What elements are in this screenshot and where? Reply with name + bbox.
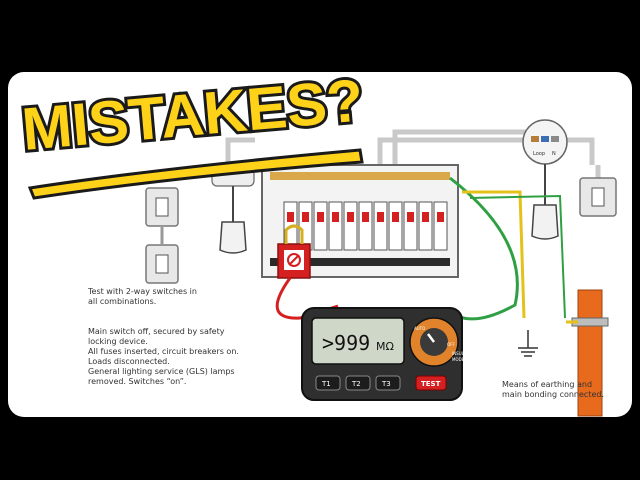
earth-symbol-icon: [518, 330, 538, 357]
meter-reading: >999: [322, 331, 370, 355]
rose-label-loop: Loop: [533, 151, 545, 157]
note-line: General lighting service (GLS) lamps: [88, 367, 235, 376]
button-t1[interactable]: [315, 375, 341, 391]
button-t3-label: T3: [381, 380, 391, 388]
dial-label-off: OFF: [447, 342, 455, 347]
test-lead-green: [446, 176, 519, 321]
bonding-pipe: [566, 289, 609, 417]
note-line: Loads disconnected.: [88, 357, 170, 366]
meter-unit: MΩ: [376, 340, 394, 353]
note-line: Means of earthing and: [502, 380, 593, 389]
test-lead-red: [275, 277, 339, 320]
note-line: All fuses inserted, circuit breakers on.: [88, 347, 239, 356]
earth-conductor: [462, 190, 526, 319]
dial-label-auto: AUTO: [414, 326, 425, 331]
note-line: Test with 2-way switches in: [88, 287, 197, 296]
circuit-breakers: [283, 201, 448, 251]
lamp-icon: Loop N: [522, 119, 568, 240]
test-button[interactable]: [415, 375, 447, 391]
bonding-conductor: [469, 194, 566, 319]
button-t3[interactable]: [375, 375, 401, 391]
lamp-icon: [211, 167, 255, 254]
note-line: main bonding connected.: [502, 390, 604, 399]
note-switch-test: Test with 2-way switches in all combinat…: [88, 287, 197, 307]
insulation-tester: >999 MΩ AUTO OFF INSUL MODE T1 T2 T3 TES…: [301, 307, 465, 401]
switch-icon: [145, 187, 179, 284]
test-button-label: TEST: [421, 380, 441, 388]
note-earthing: Means of earthing and main bonding conne…: [502, 380, 604, 400]
dial-label-insul: INSUL: [452, 351, 465, 356]
switch-icon: [579, 177, 617, 217]
note-line: Main switch off, secured by safety: [88, 327, 225, 336]
note-line: all combinations.: [88, 297, 157, 306]
dial-label-mode: MODE: [452, 357, 465, 362]
lock-icon: [277, 224, 311, 279]
rose-label-n: N: [552, 151, 556, 157]
note-conditions: Main switch off, secured by safety locki…: [88, 327, 239, 387]
button-t2-label: T2: [351, 380, 361, 388]
note-line: removed. Switches “on”.: [88, 377, 187, 386]
button-t2[interactable]: [345, 375, 371, 391]
note-line: locking device.: [88, 337, 148, 346]
headline-underline: [27, 148, 364, 200]
button-t1-label: T1: [321, 380, 331, 388]
